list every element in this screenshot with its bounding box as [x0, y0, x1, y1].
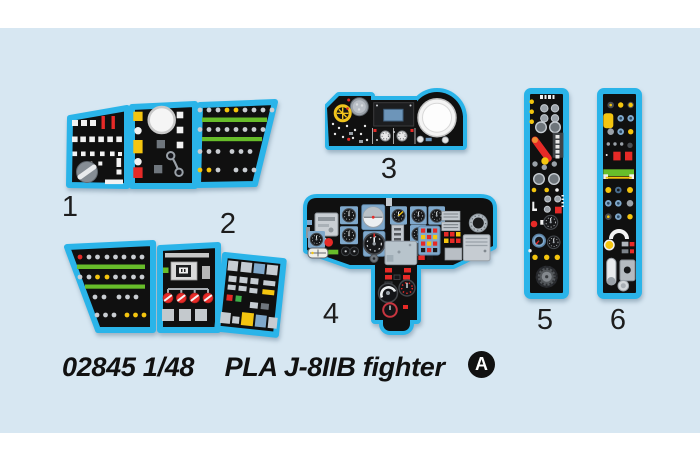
product-scale: 1/48 [142, 352, 195, 382]
yellow-gauge [333, 104, 352, 123]
lever-assembly [606, 257, 636, 292]
clock-gauge [390, 206, 407, 225]
striped-knobs [162, 288, 214, 304]
part-number-label-5: 5 [536, 304, 554, 336]
small-red-gauge [382, 302, 398, 318]
stem-gauge [398, 279, 416, 297]
attitude-indicator [361, 204, 386, 231]
scalloped-knob [535, 265, 558, 288]
warning-keypad [417, 225, 441, 256]
switch-bank [552, 132, 564, 159]
vent-box [462, 234, 491, 262]
photo-etch-part-4 [300, 194, 498, 341]
photo-etch-part-6 [597, 87, 643, 306]
part-number-label-1: 1 [61, 191, 79, 223]
sheet-letter-badge: A [468, 351, 495, 378]
g-meter [377, 282, 399, 304]
connector-plug [349, 97, 369, 117]
indicator-lamp-rows [197, 107, 275, 173]
placard-marks [540, 95, 555, 99]
red-lever [531, 136, 552, 165]
compass-gauge [362, 230, 386, 257]
blue-gauge [531, 233, 547, 248]
product-code: 02845 [62, 352, 136, 382]
scope-box [384, 240, 418, 266]
product-caption: 02845 1/48 PLA J-8IIB fighter [62, 352, 445, 383]
rotary-knob [76, 161, 98, 183]
lever-slot [166, 151, 184, 178]
counter-instrument [170, 261, 198, 281]
lamp-grid [444, 232, 461, 243]
product-subject: PLA J-8IIB fighter [224, 352, 445, 382]
switch-rows [72, 116, 122, 175]
part-number-label-4: 4 [322, 298, 340, 330]
scale-marks [561, 195, 564, 207]
white-bracket [532, 201, 537, 211]
slip-indicator [307, 247, 329, 259]
compass-face [417, 97, 457, 138]
part-number-label-3: 3 [380, 153, 398, 185]
photo-etch-part-5 [524, 87, 570, 306]
large-dial [147, 105, 176, 135]
photo-etch-part-2 [56, 236, 292, 343]
green-handle-bar [603, 169, 634, 179]
control-knob-strip [372, 127, 416, 145]
photo-etch-part-1 [60, 86, 282, 197]
indicator-lamp-rows [77, 254, 147, 318]
screw-details [331, 122, 369, 143]
white-arc [609, 229, 629, 240]
part-number-label-6: 6 [609, 304, 627, 336]
part-number-label-2: 2 [219, 208, 237, 240]
display-unit [373, 102, 415, 127]
radio-stack [441, 210, 461, 232]
photo-etch-part-3 [323, 88, 467, 155]
breaker-panel [219, 260, 279, 329]
round-selector [468, 213, 488, 233]
